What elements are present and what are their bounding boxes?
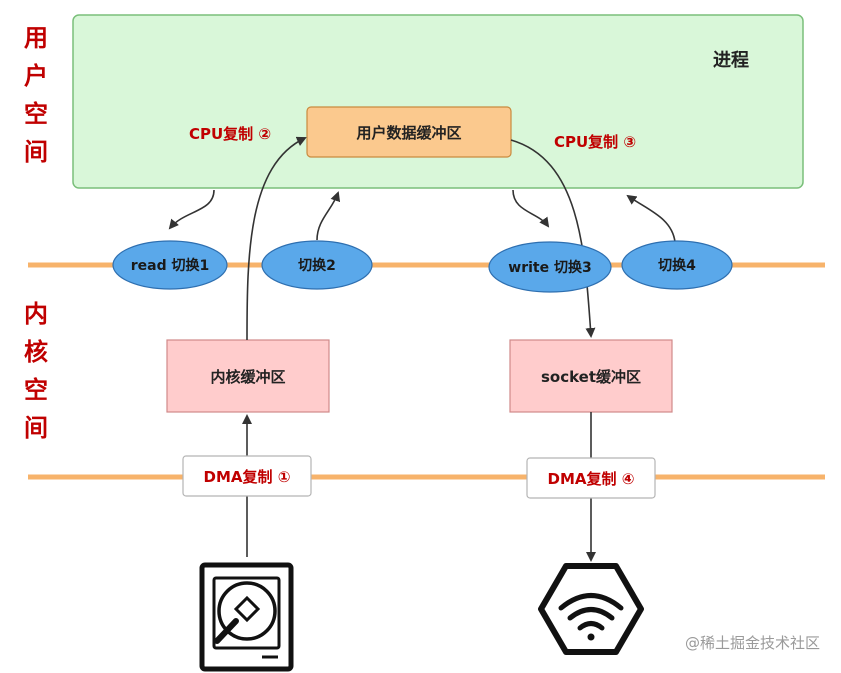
dma-copy-1-node: DMA复制 ① <box>182 455 312 497</box>
kernel-buffer-label: 内核缓冲区 <box>210 368 285 386</box>
switch-2-node: 切换2 <box>261 240 373 290</box>
user-buffer-label: 用户数据缓冲区 <box>356 124 461 142</box>
switch-1-ellipse <box>112 240 228 290</box>
dma-copy-4-node: DMA复制 ④ <box>526 457 656 499</box>
kernel-space-char: 空 <box>24 376 48 404</box>
user-space-label: 用 户 空 间 <box>24 24 48 166</box>
kernel-space-char: 核 <box>24 338 48 366</box>
switch-1-node: read 切换1 <box>112 240 228 290</box>
dma-copy-4-box <box>526 457 656 499</box>
user-space-char: 户 <box>24 62 48 90</box>
wifi-network-icon <box>538 563 644 655</box>
watermark-text: @稀土掘金技术社区 <box>685 634 820 652</box>
switch-3-ellipse <box>488 241 612 293</box>
dma-copy-1-box <box>182 455 312 497</box>
switch-4-label: 切换4 <box>658 257 696 274</box>
hard-disk-icon <box>199 562 294 672</box>
switch-2-arrow <box>316 191 341 241</box>
switch-3-node: write 切换3 <box>488 241 612 293</box>
switch-3-arrow <box>512 189 550 228</box>
user-space-char: 用 <box>24 24 48 52</box>
process-box <box>72 14 804 189</box>
kernel-space-char: 内 <box>24 300 48 328</box>
cpu-copy-2-label: CPU复制 ② <box>189 125 271 143</box>
switch-3-label: write 切换3 <box>508 259 591 276</box>
switch-4-ellipse <box>621 240 733 290</box>
kernel-space-char: 间 <box>24 414 48 442</box>
dma-copy-4-label: DMA复制 ④ <box>548 470 635 488</box>
process-title: 进程 <box>713 50 749 71</box>
switch-2-ellipse <box>261 240 373 290</box>
kernel-buffer-box <box>166 339 330 413</box>
kernel-space-label: 内 核 空 间 <box>24 300 48 442</box>
user-space-char: 空 <box>24 100 48 128</box>
switch-4-node: 切换4 <box>621 240 733 290</box>
dma-copy-1-label: DMA复制 ① <box>204 468 291 486</box>
user-space-char: 间 <box>24 138 48 166</box>
switch-1-label: read 切换1 <box>131 257 209 274</box>
cpu-copy-3-label: CPU复制 ③ <box>554 133 636 151</box>
cpu-copy-2-arrow <box>246 136 307 341</box>
switch-1-arrow <box>168 189 215 230</box>
cpu-copy-3-arrow <box>510 139 596 338</box>
user-buffer-box <box>306 106 512 158</box>
socket-buffer-label: socket缓冲区 <box>541 368 641 386</box>
switch-4-arrow <box>626 194 676 243</box>
switch-2-label: 切换2 <box>298 257 336 274</box>
